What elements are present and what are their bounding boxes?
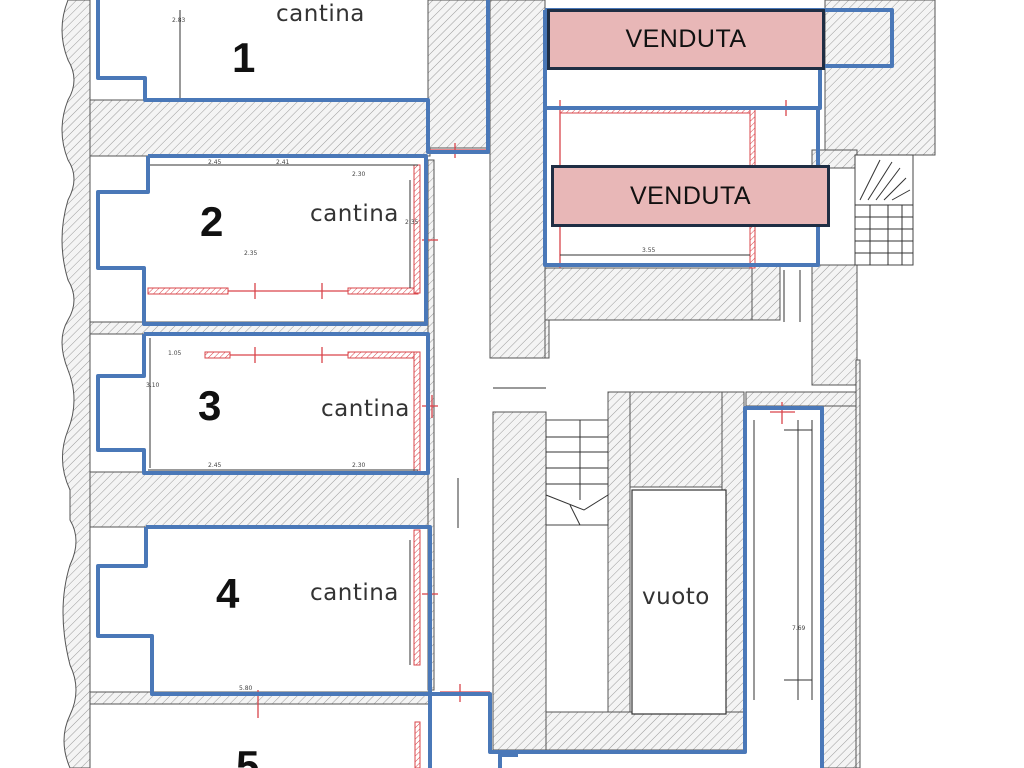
void-shaft (631, 489, 727, 715)
svg-text:2.30: 2.30 (352, 462, 366, 469)
svg-text:2.35: 2.35 (244, 250, 258, 257)
unit-4-number: 4 (216, 570, 240, 617)
svg-text:7.69: 7.69 (792, 625, 806, 632)
sold-label-unit-6: VENDUTA (547, 9, 825, 70)
svg-text:5.80: 5.80 (239, 685, 253, 692)
unit-2-outline (96, 154, 428, 326)
svg-text:2.45: 2.45 (208, 159, 222, 166)
unit-3-label: cantina (321, 396, 410, 422)
dimension-lines (148, 10, 799, 700)
unit-1-label: cantina (276, 1, 365, 27)
svg-text:2.83: 2.83 (172, 17, 186, 24)
unit-4-label: cantina (310, 580, 399, 606)
bottom-outline (498, 753, 518, 768)
wall-band-3 (89, 471, 431, 528)
unit-5-number: 5 (236, 742, 259, 768)
unit-labels: 1 cantina 2 cantina 3 cantina 4 cantina … (198, 1, 710, 768)
right-walls (489, 0, 936, 768)
corridor-marks (457, 270, 813, 700)
svg-text:3.10: 3.10 (146, 382, 160, 389)
unit-5-outline (152, 692, 432, 768)
corridor-5-outline (430, 406, 824, 768)
svg-text:2.45: 2.45 (208, 462, 222, 469)
lower-staircase (545, 419, 609, 526)
svg-text:2.41: 2.41 (276, 159, 290, 166)
unit-1-outline (96, 0, 490, 154)
unit-2-label: cantina (310, 201, 399, 227)
svg-text:3.55: 3.55 (642, 247, 656, 254)
svg-text:1.05: 1.05 (168, 350, 182, 357)
upper-staircase (854, 154, 914, 266)
outer-wall (61, 0, 91, 768)
unit-4-outline (96, 525, 432, 696)
corridor-left-wall (427, 0, 491, 149)
unit-3-number: 3 (198, 382, 221, 429)
void-label: vuoto (642, 584, 710, 610)
unit-2-number: 2 (200, 198, 223, 245)
svg-text:2.35: 2.35 (405, 219, 419, 226)
dimension-labels: 2.83 2.45 2.41 2.30 2.35 2.35 1.05 3.10 … (146, 17, 806, 692)
unit-1-number: 1 (232, 34, 255, 81)
sold-label-unit-7: VENDUTA (551, 165, 830, 227)
svg-text:2.30: 2.30 (352, 171, 366, 178)
wall-band-1 (89, 99, 431, 157)
unit-3-outline (96, 332, 430, 475)
left-walls (61, 0, 491, 768)
